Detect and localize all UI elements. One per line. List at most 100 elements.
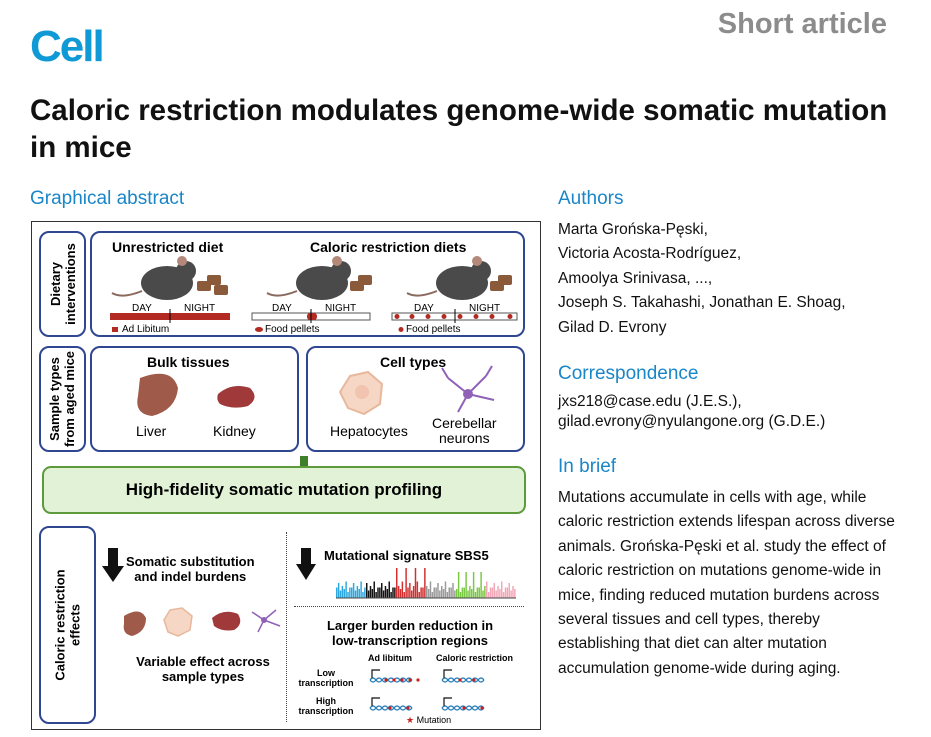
liver-label: Liver [136,423,167,439]
signature-bar [486,581,488,598]
signature-bar [454,590,456,598]
signature-bar [356,586,359,598]
signature-bar [472,572,475,598]
night-label: NIGHT [184,303,216,314]
signature-bar [452,583,454,598]
signature-bar [480,572,482,598]
day-label: DAY [132,303,152,314]
signature-bar [375,592,377,598]
food-pile-icon [490,275,512,291]
signature-bar [345,581,347,598]
bulk-tissues-panel: Bulk tissues Liver Kidney [90,346,299,452]
food-pile-icon [197,275,228,295]
signature-bar [388,581,390,598]
signature-bar [512,586,514,598]
correspondence-email[interactable]: jxs218@case.edu (J.E.S.), [558,393,742,410]
signature-bar [336,587,338,598]
mouse-icon [406,256,491,300]
signature-bar [482,590,484,598]
signature-bar [441,586,443,598]
author-line: Joseph S. Takahashi, Jonathan E. Shoag, [558,294,846,312]
signature-bar [364,587,366,598]
author-list: Marta Grońska-Pęski, Victoria Acosta-Rod… [558,218,846,340]
signature-bar [467,590,469,598]
correspondence-list: jxs218@case.edu (J.E.S.), gilad.evrony@n… [558,392,825,432]
food-pellets-legend: Food pellets [265,324,320,335]
signature-bar [377,587,379,598]
author-line: Amoolya Srinivasa, ..., [558,269,713,287]
signature-bar [382,590,385,598]
signature-bar [412,586,415,598]
signature-bar [491,587,494,598]
signature-label: Mutational signature SBS5 [324,548,489,563]
signature-bar [474,592,477,598]
divider [286,532,287,722]
signature-bar [414,568,417,598]
signature-bar [390,592,392,598]
promoter-arrow-icon [371,669,452,706]
signature-bar [484,586,486,598]
cell-types-title: Cell types [380,354,447,370]
in-brief-text: Mutations accumulate in cells with age, … [558,489,895,677]
liver-icon [137,373,178,416]
signature-bar [399,589,402,598]
signature-bar [401,581,404,598]
signature-bar [501,581,503,598]
signature-bar [343,589,345,598]
correspondence-email[interactable]: gilad.evrony@nyulangone.org (G.D.E.) [558,413,826,430]
author-line: Gilad D. Evrony [558,318,667,336]
signature-bar [506,587,509,598]
signature-bar [444,581,447,598]
signature-bar [497,586,499,598]
signature-bar [362,592,364,598]
signature-bar [429,581,432,598]
liver-icon [123,611,146,636]
signature-bar [366,583,368,598]
signature-bar [437,583,439,598]
signature-bar [469,586,471,598]
kidney-label: Kidney [213,423,256,439]
signature-bar [409,583,411,598]
signature-bar [435,587,437,598]
journal-logo: Cell [30,22,105,71]
signature-bar [405,568,407,598]
day-label: DAY [414,303,434,314]
signature-bar [337,583,340,598]
signature-bar [360,581,362,598]
signature-bar [495,590,497,598]
signature-bar [489,587,492,598]
unrestricted-diet-label: Unrestricted diet [112,239,224,255]
signature-bar [354,590,357,598]
signature-bar [416,581,419,598]
signature-bar [369,586,372,598]
signature-bar [347,592,349,598]
signature-bar [456,589,458,598]
ad-libitum-col-label: Ad libitum [368,653,412,663]
article-title: Caloric restriction modulates genome-wid… [30,94,888,164]
signature-bar [352,583,355,598]
article-type: Short article [717,8,887,40]
signature-bar [450,587,452,598]
signature-bar [471,589,473,598]
signature-bar [386,589,389,598]
signature-bar [403,592,405,598]
signature-bar [394,587,396,598]
signature-bar [433,587,435,598]
correspondence-heading: Correspondence [558,363,699,384]
signature-bar [367,590,370,598]
signature-bar [426,586,428,598]
signature-bar [508,583,510,598]
caloric-restriction-col-label: Caloric restriction [436,653,514,663]
dietary-panel: Unrestricted diet Caloric restriction di… [90,231,525,337]
signature-bar [504,587,507,598]
signature-bar [431,592,434,598]
signature-bar [502,592,505,598]
